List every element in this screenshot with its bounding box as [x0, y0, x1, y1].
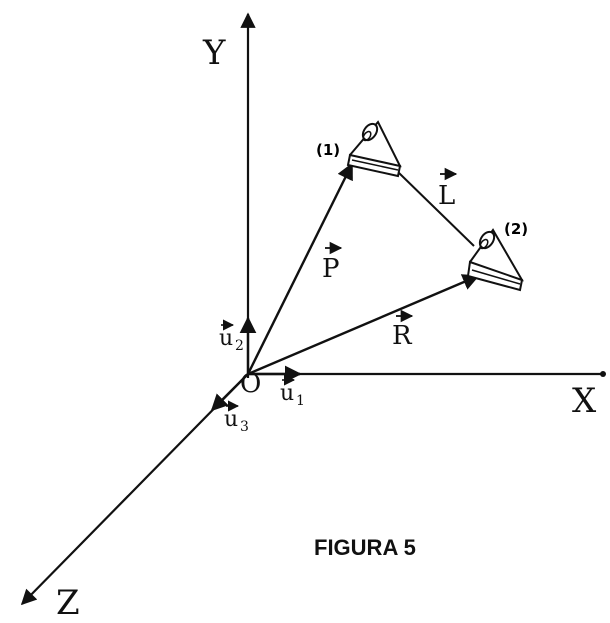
svg-text:L: L — [438, 181, 455, 211]
p-vector — [246, 162, 354, 375]
svg-text:1: 1 — [296, 393, 305, 409]
r-vector — [247, 274, 480, 376]
z-axis — [20, 373, 249, 606]
figure-caption: FIGURA 5 — [314, 535, 416, 560]
svg-text:P: P — [322, 254, 340, 284]
svg-text:u: u — [280, 381, 294, 406]
svg-text:u: u — [224, 407, 238, 432]
sensor-1-icon — [346, 120, 402, 178]
svg-text:R: R — [392, 321, 413, 351]
svg-text:3: 3 — [240, 419, 249, 435]
x-axis-endpoint — [600, 371, 606, 377]
l-vector — [397, 171, 475, 247]
z-axis-label: Z — [56, 583, 80, 623]
svg-text:u: u — [219, 326, 233, 351]
l-label: L — [438, 167, 458, 211]
svg-text:2: 2 — [235, 338, 244, 354]
origin-label: O — [240, 369, 261, 399]
y-axis-label: Y — [202, 33, 226, 73]
u1-label: u 1 — [280, 374, 305, 409]
point-1-label: (1) — [316, 141, 340, 159]
u3-unit-vector — [210, 373, 249, 412]
point-2-label: (2) — [504, 220, 528, 238]
p-label: P — [322, 241, 343, 284]
x-axis-label: X — [572, 381, 597, 421]
r-label: R — [392, 309, 414, 351]
sensor-2-icon — [466, 228, 524, 292]
u2-label: u 2 — [219, 319, 244, 354]
u3-label: u 3 — [224, 400, 249, 435]
